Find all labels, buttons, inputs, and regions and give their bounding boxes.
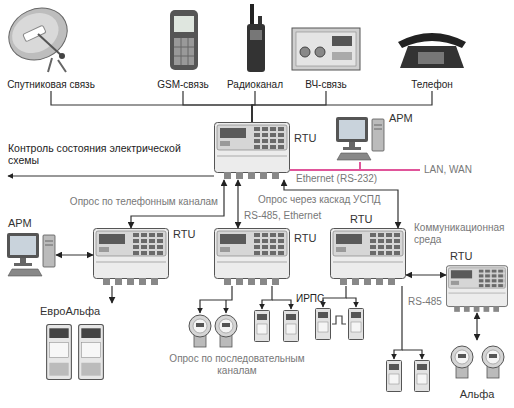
meter xyxy=(255,311,270,342)
meter xyxy=(189,315,211,347)
annotation: Коммуникационная среда xyxy=(414,222,510,246)
workstation xyxy=(7,233,55,276)
hf-device xyxy=(292,28,360,70)
annotation: RS-485 xyxy=(408,296,442,308)
node-label: RTU xyxy=(173,228,195,240)
workstation xyxy=(336,117,384,160)
node-label: Спутниковая связь xyxy=(7,79,95,91)
annotation: Опрос по телефонным каналам xyxy=(70,196,218,208)
node-label: Телефон xyxy=(411,79,452,91)
connector xyxy=(476,313,477,340)
node-label: Радиоканал xyxy=(227,79,283,91)
meter xyxy=(415,361,430,392)
meter xyxy=(349,309,364,340)
meter xyxy=(451,346,473,378)
rtu-node: RTU xyxy=(214,228,290,286)
node-label: ЕвроАльфа xyxy=(40,305,100,317)
node-label: RTU xyxy=(450,250,472,262)
node-label: ВЧ-связь xyxy=(305,79,347,91)
annotation: Опрос по последовательным каналам xyxy=(168,353,306,377)
meter xyxy=(47,325,72,380)
channel-caption: ВЧ-связь xyxy=(304,79,348,91)
annotation: RS-485, Ethernet xyxy=(244,210,321,222)
telephone xyxy=(398,33,466,68)
node-label: RTU xyxy=(350,213,372,225)
rtu-node: RTU xyxy=(330,228,406,286)
connector xyxy=(290,162,360,170)
annotation: ИРПС xyxy=(296,293,324,305)
rtu-device xyxy=(215,229,290,286)
wires xyxy=(8,176,422,359)
channel-caption: Спутниковая связь xyxy=(6,79,96,91)
meter xyxy=(387,361,402,392)
connector xyxy=(56,254,93,255)
annotation: Опрос через каскад УСПД xyxy=(258,194,381,206)
connector xyxy=(111,286,112,303)
rtu-device xyxy=(215,123,290,180)
workstation-node: АРМ xyxy=(6,232,56,278)
rtu-device xyxy=(94,229,169,286)
workstation-node: АРМ xyxy=(335,116,385,162)
rtu-node: RTU xyxy=(214,122,290,180)
network-line xyxy=(360,169,420,171)
channel-caption: Телефон xyxy=(410,79,453,91)
meter xyxy=(482,346,504,378)
meter xyxy=(284,311,299,342)
connector xyxy=(51,91,252,122)
meter-group: ЕвроАльфа xyxy=(38,303,125,385)
rtu-device xyxy=(446,266,507,312)
radio-handset xyxy=(247,4,265,72)
rtu-node: RTU xyxy=(446,265,508,313)
channel-caption: Радиоканал xyxy=(226,79,284,91)
annotation: Контроль состояния электрической схемы xyxy=(8,142,186,166)
node-label: RTU xyxy=(294,132,316,144)
node-label: АРМ xyxy=(389,112,413,124)
connector xyxy=(252,91,326,122)
rtu-node: RTU xyxy=(93,228,169,286)
connector xyxy=(237,180,238,228)
satellite-dish xyxy=(0,0,76,72)
gsm-phone xyxy=(170,10,198,70)
node-label: RTU xyxy=(294,232,316,244)
connector xyxy=(183,91,252,122)
meter xyxy=(79,325,104,380)
node-label: Альфа xyxy=(446,388,508,400)
annotation: Ethernet (RS-232) xyxy=(296,173,377,185)
channel-caption: GSM-связь xyxy=(156,79,210,91)
meter xyxy=(316,309,331,340)
node-label: GSM-связь xyxy=(157,79,209,91)
meter-group: Альфа xyxy=(446,340,508,402)
node-label: АРМ xyxy=(8,217,32,229)
rtu-device xyxy=(331,229,406,286)
meter xyxy=(215,315,237,347)
annotation: LAN, WAN xyxy=(424,164,472,176)
connector xyxy=(406,274,446,275)
